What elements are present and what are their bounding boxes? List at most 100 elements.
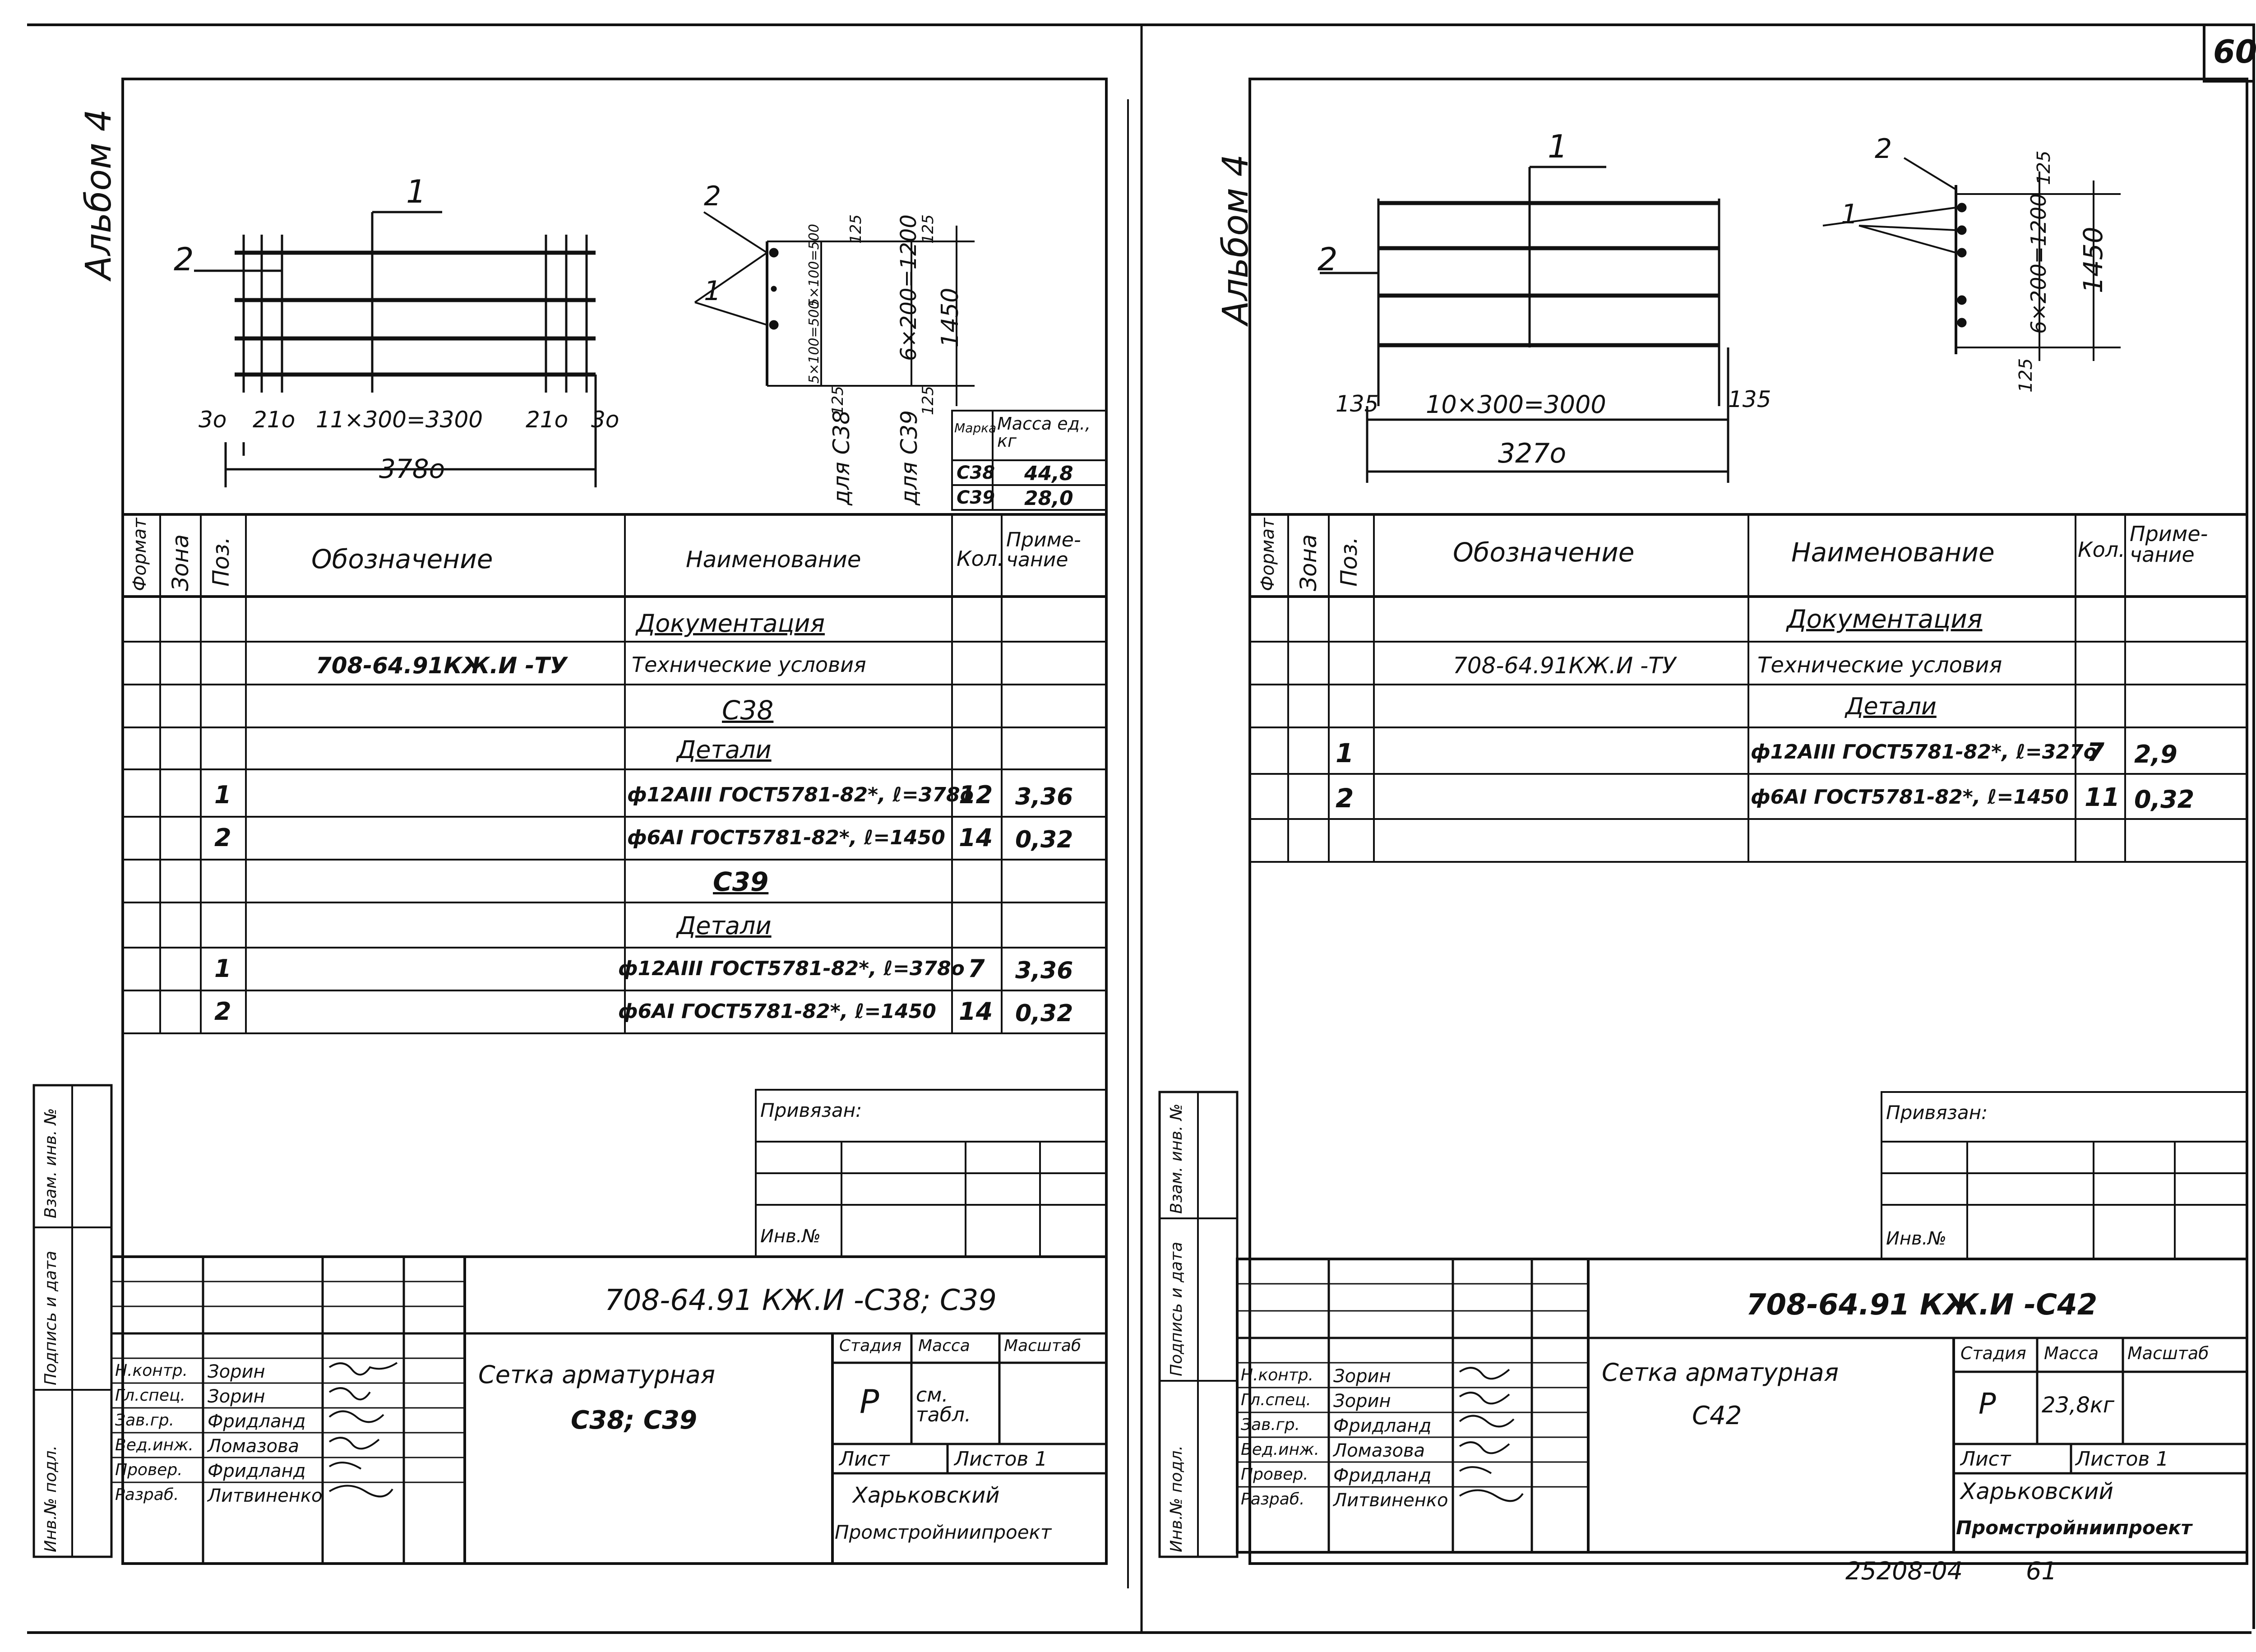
right-section-dim-1: 6×200=1200	[2026, 193, 2051, 334]
left-inv-no: Инв.№	[760, 1226, 821, 1247]
left-dim-4: 3o	[591, 407, 619, 433]
right-staff-name-5: Литвиненко	[1333, 1490, 1448, 1511]
right-tb-code: 708-64.91 КЖ.И -С42	[1746, 1288, 2098, 1322]
left-row-0-name: Документация	[636, 609, 825, 638]
left-row-9-qty: 14	[959, 997, 993, 1026]
left-for-c38: для С38	[828, 410, 855, 505]
left-section-pos1: 1	[704, 275, 721, 307]
left-tb-stage: Р	[860, 1383, 879, 1421]
right-hdr-zone: Зона	[1295, 534, 1322, 591]
left-row-4-qty: 12	[959, 781, 993, 809]
left-row-9-name: ф6АI ГОСТ5781-82*, ℓ=1450	[618, 1000, 936, 1023]
left-tb-org1: Харьковский	[853, 1483, 1000, 1508]
right-dim-2: 135	[1728, 386, 1771, 412]
left-tb-org2: Промстройниипроект	[835, 1521, 1052, 1543]
footer-page: 61	[2026, 1557, 2057, 1585]
right-hdr-pos: Поз.	[1336, 537, 1362, 587]
left-overall-dim: 378o	[379, 453, 445, 484]
right-row-1-name: Технические условия	[1757, 652, 2002, 678]
right-staff-role-4: Провер.	[1241, 1465, 1308, 1484]
left-tb-mass: см. табл.	[916, 1384, 971, 1426]
right-staff-name-4: Фридланд	[1333, 1465, 1432, 1486]
right-row-0-name: Документация	[1787, 605, 1983, 634]
left-mass-c39-value: 28,0	[1024, 487, 1073, 510]
left-side-label-1: Подпись и дата	[42, 1250, 60, 1385]
right-overall-dim: 327о	[1498, 438, 1567, 469]
right-inv-no: Инв.№	[1886, 1228, 1946, 1249]
right-tb-stage-header: Стадия	[1960, 1343, 2026, 1363]
left-tb-title: Сетка арматурная	[478, 1360, 716, 1389]
left-row-2-name: С38	[722, 695, 774, 726]
left-hdr-format: Формат	[129, 518, 150, 591]
right-side-label-2: Инв.№ подл.	[1167, 1445, 1186, 1552]
right-tb-sheet: Лист	[1960, 1448, 2011, 1471]
left-mass-c39: С39	[957, 487, 995, 508]
left-row-4-pos: 1	[214, 781, 231, 809]
left-hdr-note: Приме-чание	[1006, 528, 1081, 571]
left-staff-name-1: Зорин	[208, 1386, 265, 1407]
right-pos1-callout: 1	[1548, 128, 1568, 165]
left-row-5-note: 0,32	[1015, 826, 1073, 853]
left-row-8-name: ф12АIII ГОСТ5781-82*, ℓ=378о	[618, 957, 965, 980]
left-row-4-name: ф12АIII ГОСТ5781-82*, ℓ=378о	[627, 783, 974, 806]
left-staff-role-4: Провер.	[115, 1461, 183, 1479]
left-row-3-name: Детали	[677, 736, 772, 764]
left-section-pos2: 2	[704, 180, 721, 212]
left-dim-1: 21o	[253, 407, 296, 433]
left-for-c39: для С39	[896, 410, 922, 505]
left-staff-role-0: Н.контр.	[115, 1361, 188, 1380]
left-mass-hdr-mark: Марка	[954, 421, 997, 435]
right-tb-scale-header: Масштаб	[2127, 1343, 2209, 1363]
left-side-label-2: Инв.№ подл.	[42, 1445, 60, 1552]
left-row-8-qty: 7	[968, 954, 985, 983]
right-staff-role-2: Зав.гр.	[1241, 1416, 1300, 1434]
right-pos2-callout: 2	[1318, 241, 1338, 278]
left-row-9-note: 0,32	[1015, 1000, 1073, 1027]
right-row-3-qty: 7	[2087, 738, 2104, 767]
right-section-pos1: 1	[1841, 199, 1858, 230]
right-tb-org1: Харьковский	[1960, 1478, 2114, 1504]
left-hdr-zone: Зона	[167, 534, 194, 591]
left-staff-name-4: Фридланд	[208, 1461, 306, 1481]
left-hdr-name: Наименование	[686, 546, 861, 573]
left-dim-2: 11×300=3300	[316, 407, 483, 433]
left-tb-stage-header: Стадия	[839, 1337, 902, 1355]
right-staff-name-2: Фридланд	[1333, 1416, 1432, 1436]
left-tb-sheets: Листов 1	[954, 1448, 1048, 1471]
right-tb-subtitle: С42	[1692, 1401, 1742, 1430]
left-staff-role-1: Гл.спец.	[115, 1386, 185, 1405]
left-staff-name-5: Литвиненко	[208, 1485, 323, 1506]
left-album-label: Альбом 4	[79, 109, 119, 280]
left-hdr-pos: Поз.	[208, 537, 234, 587]
right-row-4-name: ф6АI ГОСТ5781-82*, ℓ=1450	[1751, 786, 2069, 809]
right-tb-mass-header: Масса	[2044, 1343, 2099, 1363]
left-pos2-callout: 2	[174, 241, 194, 278]
left-section-dim-4: 125	[919, 214, 937, 244]
left-tb-subtitle: С38; С39	[571, 1406, 697, 1435]
right-hdr-note: Приме-чание	[2130, 522, 2208, 567]
left-staff-role-3: Вед.инж.	[115, 1436, 194, 1454]
left-staff-role-5: Разраб.	[115, 1485, 179, 1504]
right-side-label-0: Взам. инв. №	[1167, 1103, 1186, 1214]
left-row-9-pos: 2	[214, 997, 231, 1026]
left-section-dim-0: 125	[847, 214, 865, 244]
left-row-1-designation: 708-64.91КЖ.И -ТУ	[316, 652, 568, 679]
left-row-1-name: Технические условия	[632, 652, 866, 677]
left-dim-3: 21o	[526, 407, 569, 433]
right-section-dim-0: 125	[2034, 150, 2054, 185]
right-tb-stage: Р	[1979, 1388, 1996, 1421]
left-section-dim-7: 125	[919, 386, 937, 415]
left-hdr-qty: Кол.	[957, 546, 1004, 571]
right-staff-name-3: Ломазова	[1333, 1440, 1425, 1461]
right-row-1-designation: 708-64.91КЖ.И -ТУ	[1453, 652, 1676, 679]
left-dim-0: 3o	[199, 407, 227, 433]
left-row-5-name: ф6АI ГОСТ5781-82*, ℓ=1450	[627, 826, 945, 849]
right-row-4-qty: 11	[2085, 783, 2120, 812]
right-row-2-name: Детали	[1845, 693, 1937, 720]
footer-order: 25208-04	[1845, 1557, 1963, 1585]
page-number: 60	[2213, 33, 2256, 70]
left-staff-name-2: Фридланд	[208, 1411, 306, 1432]
left-hdr-designation: Обозначение	[311, 544, 493, 574]
left-tb-scale-header: Масштаб	[1004, 1337, 1082, 1355]
